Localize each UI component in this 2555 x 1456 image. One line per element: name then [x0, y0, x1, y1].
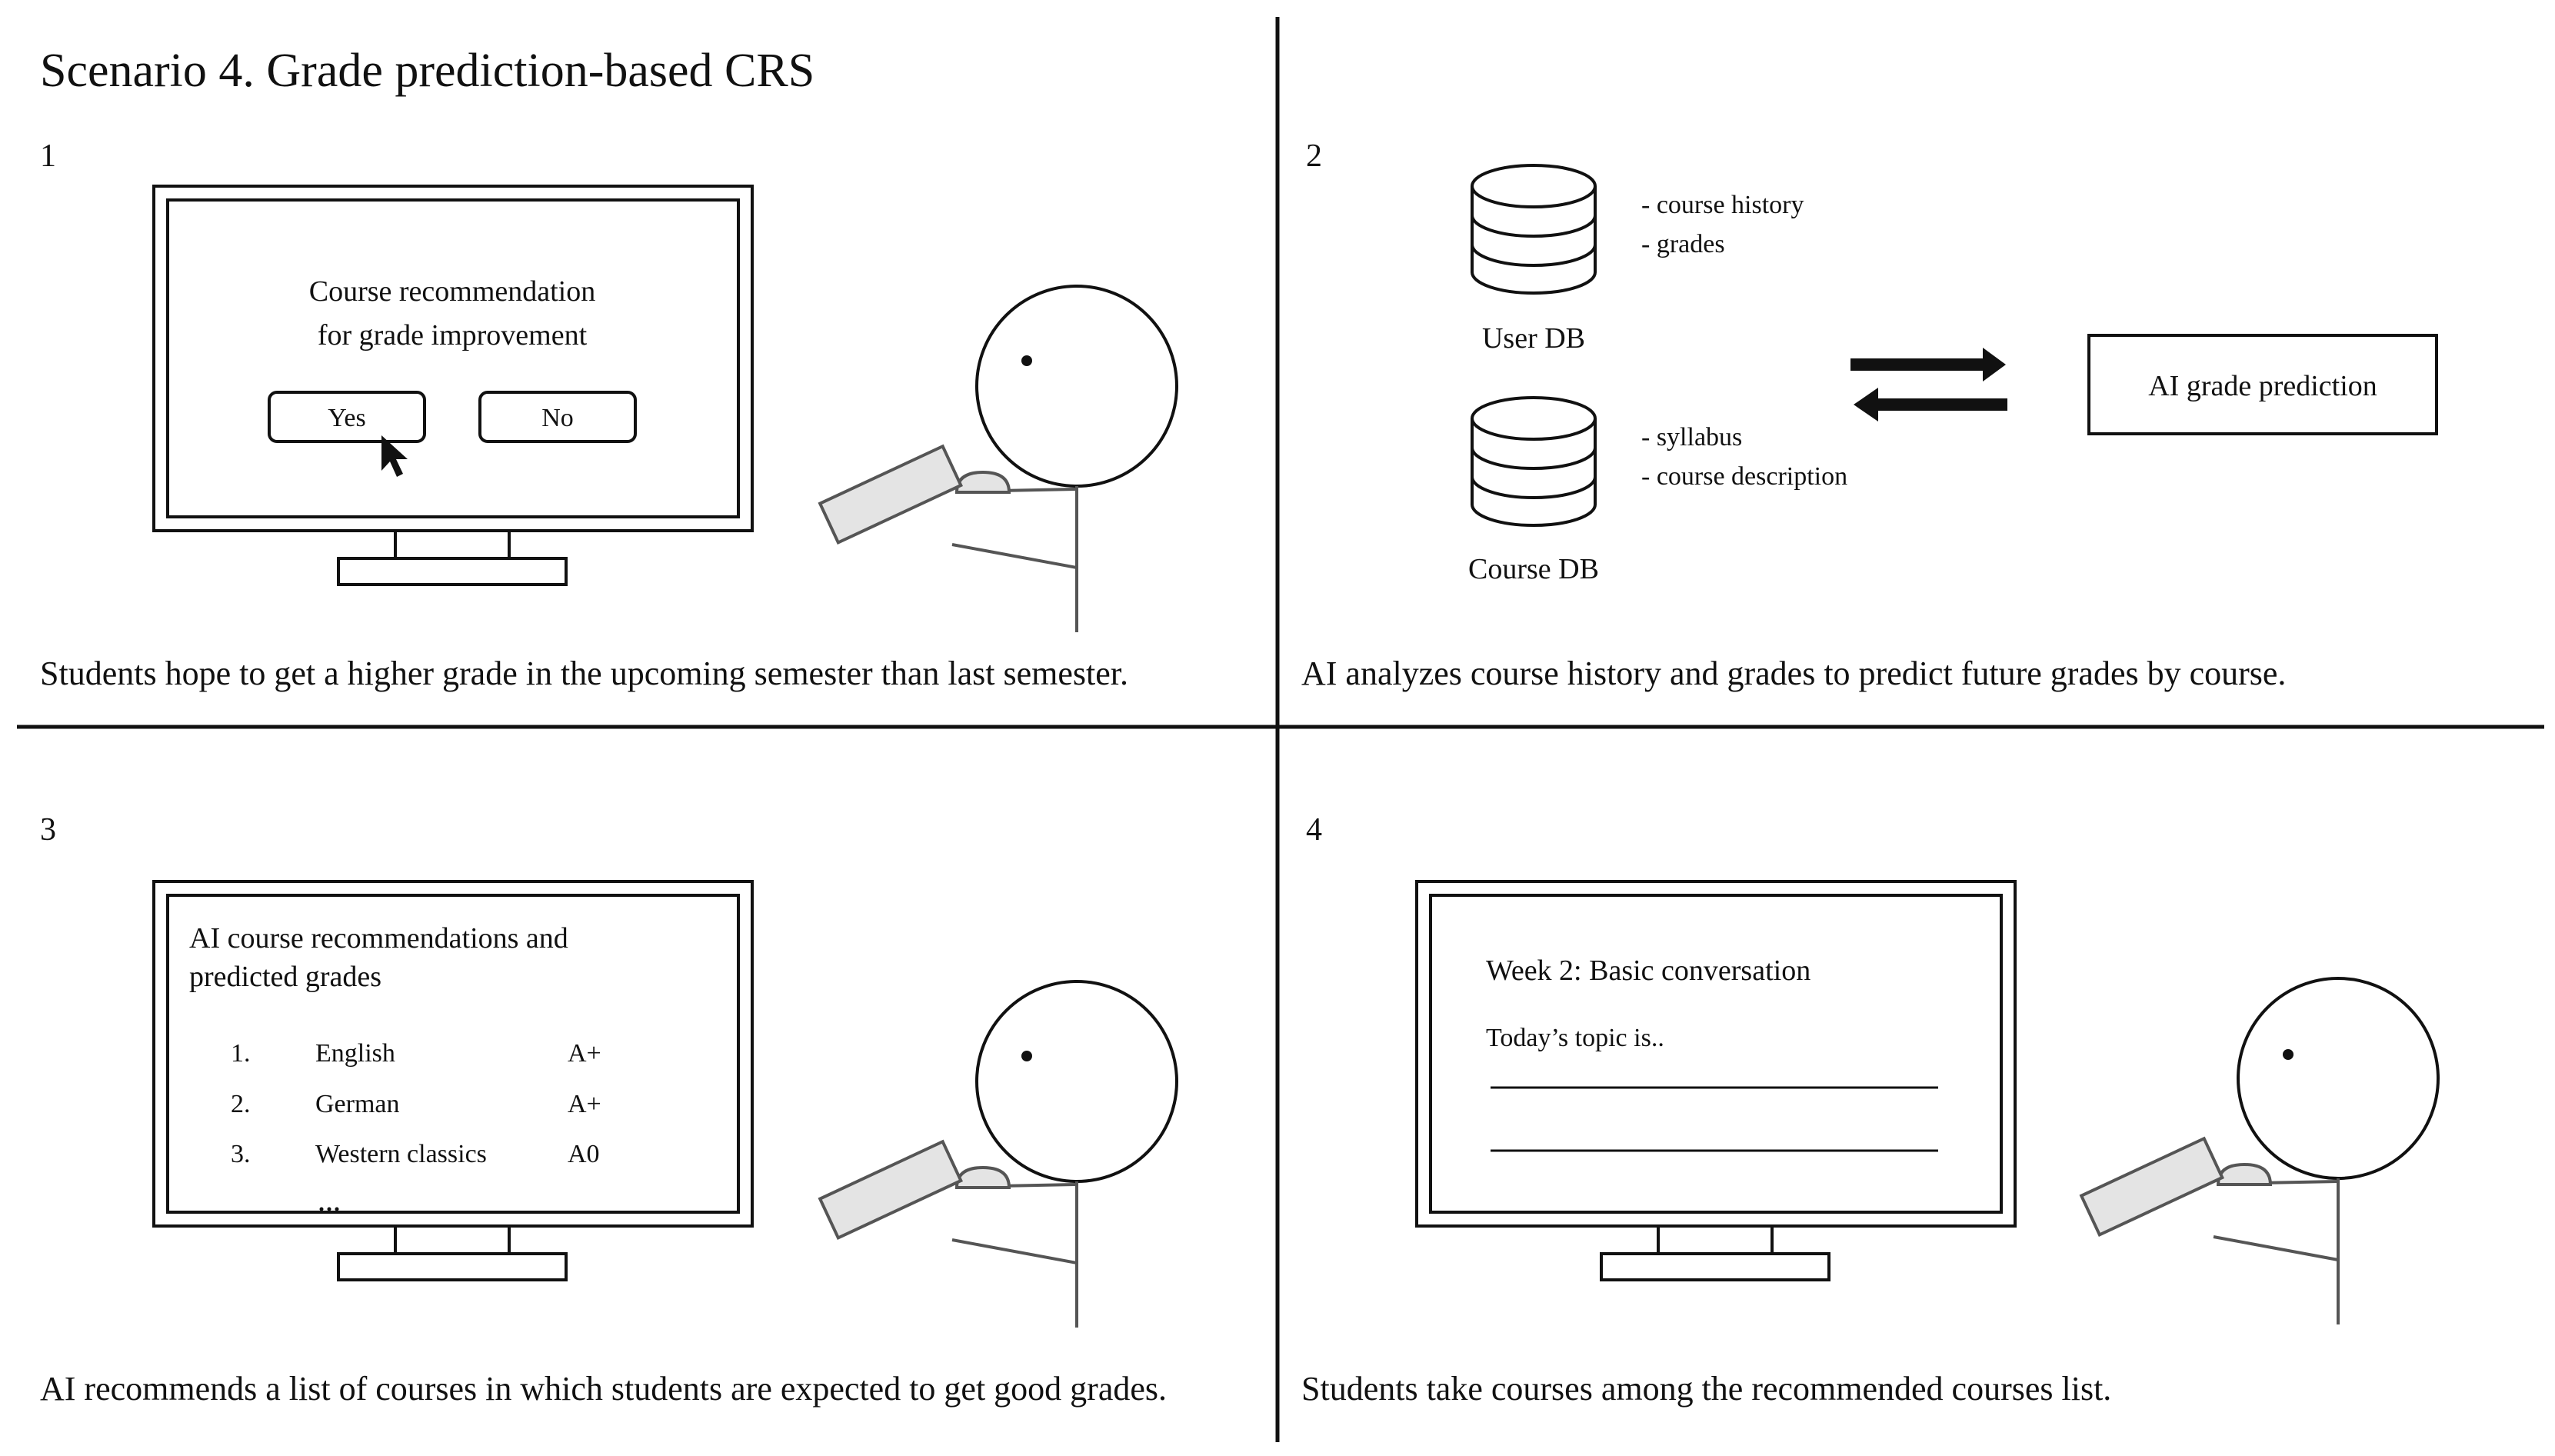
user-db-item: - grades: [1641, 230, 1725, 258]
mouse-icon: [954, 1165, 1011, 1189]
course-db-item: - syllabus: [1641, 423, 1742, 451]
panel-3: 3 AI course recommendations and predicte…: [40, 812, 1178, 1408]
list-item: 3. Western classics A0: [231, 1140, 600, 1168]
no-button[interactable]: No: [478, 391, 637, 443]
course-name: German: [315, 1090, 400, 1118]
panel-caption: Students take courses among the recommen…: [1301, 1370, 2111, 1408]
database-icon: [1471, 396, 1597, 527]
panel-caption: Students hope to get a higher grade in t…: [40, 655, 1128, 692]
student-figure: [818, 285, 1178, 632]
course-name: Western classics: [315, 1140, 487, 1168]
recommendations-title-line1: AI course recommendations and: [189, 922, 568, 955]
student-figure: [2079, 977, 2440, 1324]
screen-heading-line2: for grade improvement: [318, 319, 588, 352]
user-db-label: User DB: [1482, 322, 1585, 355]
panel-number: 4: [1306, 812, 1322, 848]
lecture-subtitle: Today’s topic is..: [1486, 1024, 1664, 1052]
database-icon: [1471, 164, 1597, 295]
predicted-grade: A+: [568, 1039, 601, 1068]
yes-button-label: Yes: [328, 404, 365, 432]
panel-2: 2 User DB - course history - grades Cour…: [1301, 138, 2438, 692]
monitor: [152, 185, 754, 586]
mouse-icon: [954, 470, 1011, 494]
mouse-cursor-icon: [381, 435, 408, 477]
panel-number: 1: [40, 138, 56, 174]
keyboard-icon: [818, 444, 964, 545]
ai-grade-prediction-box: AI grade prediction: [2087, 334, 2438, 435]
keyboard-icon: [2079, 1136, 2225, 1238]
yes-button[interactable]: Yes: [268, 391, 426, 443]
course-rank: 1.: [231, 1039, 251, 1068]
exchange-arrows-icon: [1850, 348, 2007, 421]
predicted-grade: A0: [568, 1140, 600, 1168]
monitor: [152, 880, 754, 1281]
lecture-title: Week 2: Basic conversation: [1486, 955, 1810, 987]
panel-number: 2: [1306, 138, 1322, 174]
course-rank: 3.: [231, 1140, 251, 1168]
panel-4: 4 Week 2: Basic conversation Today’s top…: [1301, 812, 2440, 1408]
course-name: English: [315, 1039, 395, 1068]
course-db-item: - course description: [1641, 462, 1847, 491]
course-rank: 2.: [231, 1090, 251, 1118]
panel-1: 1 Course recommendation for grade improv…: [40, 138, 1178, 692]
panel-caption: AI analyzes course history and grades to…: [1301, 655, 2286, 692]
list-item: 1. English A+: [231, 1039, 601, 1068]
no-button-label: No: [541, 404, 574, 432]
student-figure: [818, 980, 1178, 1328]
course-db-label: Course DB: [1468, 553, 1599, 585]
scenario-title: Scenario 4. Grade prediction-based CRS: [40, 45, 814, 97]
panel-number: 3: [40, 812, 56, 848]
user-db-item: - course history: [1641, 191, 1804, 219]
keyboard-icon: [818, 1139, 964, 1241]
screen-heading-line1: Course recommendation: [309, 275, 596, 308]
list-continuation-dots: [319, 1207, 339, 1211]
ai-box-label: AI grade prediction: [2148, 370, 2377, 402]
recommendations-title-line2: predicted grades: [189, 961, 381, 993]
monitor: [1415, 880, 2017, 1281]
list-item: 2. German A+: [231, 1090, 601, 1118]
panel-caption: AI recommends a list of courses in which…: [40, 1370, 1167, 1408]
predicted-grade: A+: [568, 1090, 601, 1118]
mouse-icon: [2216, 1162, 2273, 1186]
